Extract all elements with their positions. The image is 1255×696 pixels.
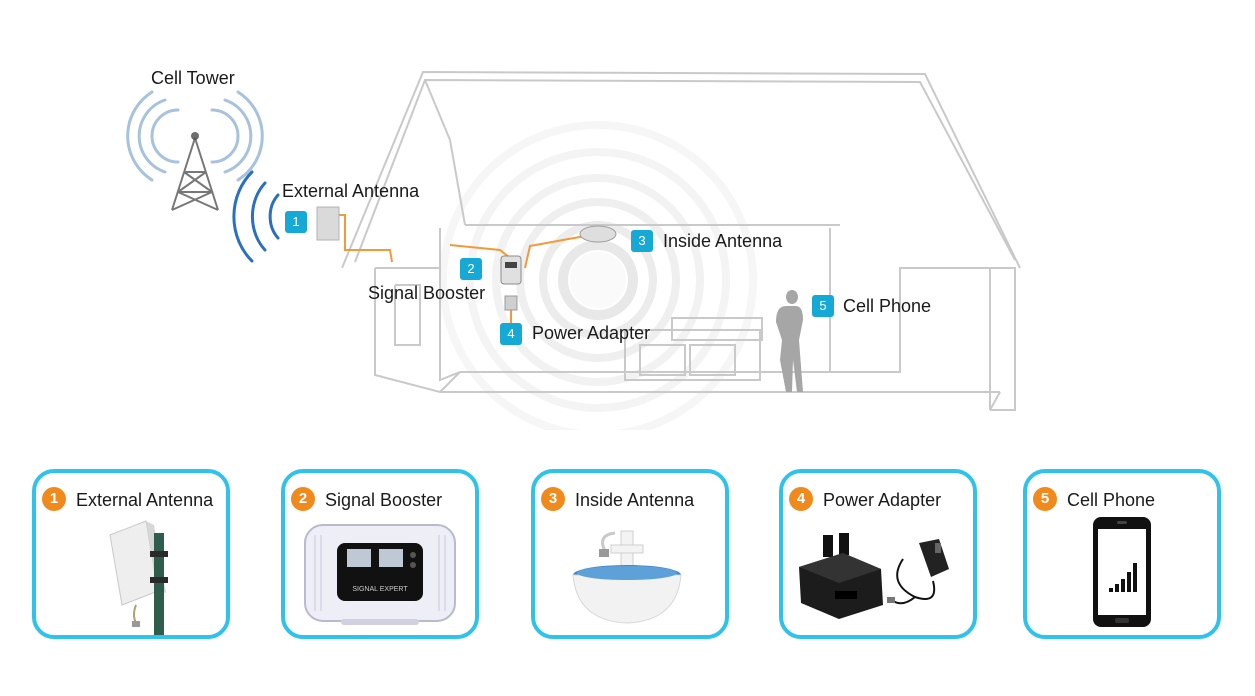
card-title: Signal Booster [325,490,443,510]
cell-tower-label: Cell Tower [151,68,235,88]
card-signal-booster: 2 Signal Booster SIGNAL EXPERT [281,469,479,639]
card-number-badge: 4 [789,487,813,511]
signal-bars-icon [1109,563,1137,592]
inside-antenna-label: Inside Antenna [663,231,783,251]
marker-4: 4 [500,323,522,345]
external-antenna-panel [316,206,340,241]
signal-booster-label: Signal Booster [368,283,486,303]
card-number-badge: 1 [42,487,66,511]
indoor-signal-waves [439,121,757,430]
marker-1: 1 [285,211,307,233]
ceiling-antenna-icon [572,530,682,624]
booster-brand-text: SIGNAL EXPERT [352,586,408,593]
cell-phone-label: Cell Phone [843,296,932,316]
marker-2: 2 [460,258,482,280]
booster-device-icon: SIGNAL EXPERT [304,524,456,625]
person-silhouette [776,290,803,392]
card-title: Cell Phone [1067,490,1156,510]
card-inside-antenna: 3 Inside Antenna [531,469,729,639]
smartphone-icon [1093,517,1151,627]
power-adapter-label: Power Adapter [532,323,651,343]
external-antenna-label: External Antenna [282,181,420,201]
cell-tower [126,90,264,211]
card-number-badge: 3 [541,487,565,511]
ceiling-antenna-unit [579,225,617,243]
card-power-adapter: 4 Power Adapter [779,469,977,639]
panel-antenna-icon [109,520,168,635]
card-number-badge: 2 [291,487,315,511]
card-title: External Antenna [76,490,214,510]
card-cell-phone: 5 Cell Phone [1023,469,1221,639]
card-title: Power Adapter [823,490,942,510]
marker-5: 5 [812,295,834,317]
marker-3: 3 [631,230,653,252]
card-external-antenna: 1 External Antenna [32,469,230,639]
power-adapter-unit [504,295,518,311]
card-number-badge: 5 [1033,487,1057,511]
outdoor-signal-waves [232,170,280,263]
house-diagram [126,70,1021,430]
card-title: Inside Antenna [575,490,695,510]
signal-booster-unit [500,255,522,285]
house-outline [341,70,1021,411]
power-adapter-icon [799,533,949,619]
